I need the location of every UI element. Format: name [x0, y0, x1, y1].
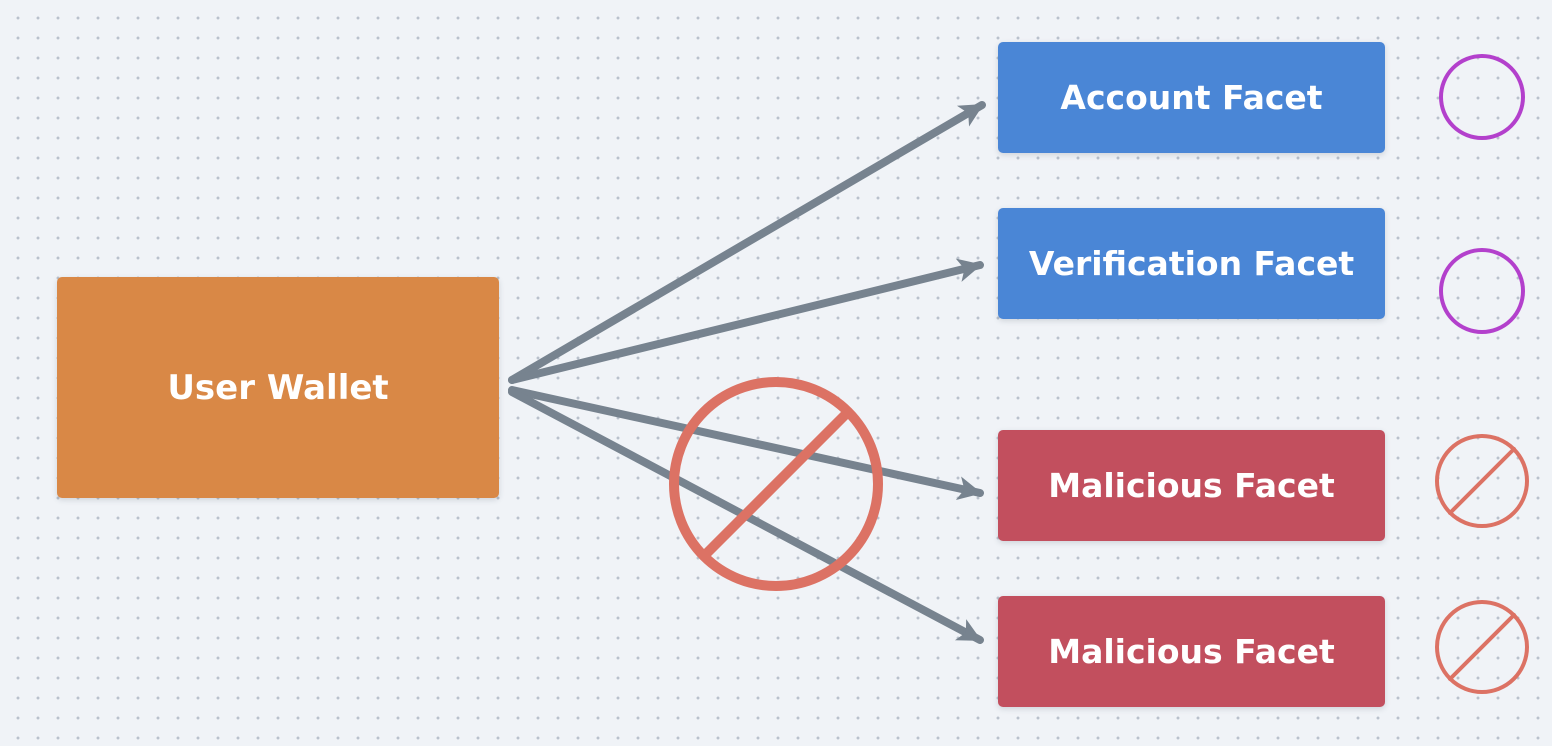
- verification-facet-label: Verification Facet: [1028, 244, 1355, 283]
- malicious-facet-label: Malicious Facet: [1048, 632, 1335, 671]
- prohibited-icon: [1435, 600, 1529, 694]
- malicious-facet-node[interactable]: Malicious Facet: [998, 596, 1385, 707]
- prohibited-icon: [669, 377, 883, 591]
- prohibited-icon: [1435, 434, 1529, 528]
- circle-icon: [1439, 248, 1525, 334]
- account-facet-node[interactable]: Account Facet: [998, 42, 1385, 153]
- circle-icon: [1439, 54, 1525, 140]
- arrow-to-verification-facet: [508, 258, 984, 384]
- user-wallet-node[interactable]: User Wallet: [57, 277, 499, 498]
- malicious-facet-label: Malicious Facet: [1048, 466, 1335, 505]
- verification-facet-node[interactable]: Verification Facet: [998, 208, 1385, 319]
- user-wallet-label: User Wallet: [167, 367, 389, 408]
- arrow-to-malicious-facet-2: [508, 388, 984, 644]
- arrow-to-malicious-facet-1: [508, 386, 984, 500]
- arrow-to-account-facet: [508, 101, 986, 384]
- account-facet-label: Account Facet: [1060, 78, 1323, 117]
- malicious-facet-node[interactable]: Malicious Facet: [998, 430, 1385, 541]
